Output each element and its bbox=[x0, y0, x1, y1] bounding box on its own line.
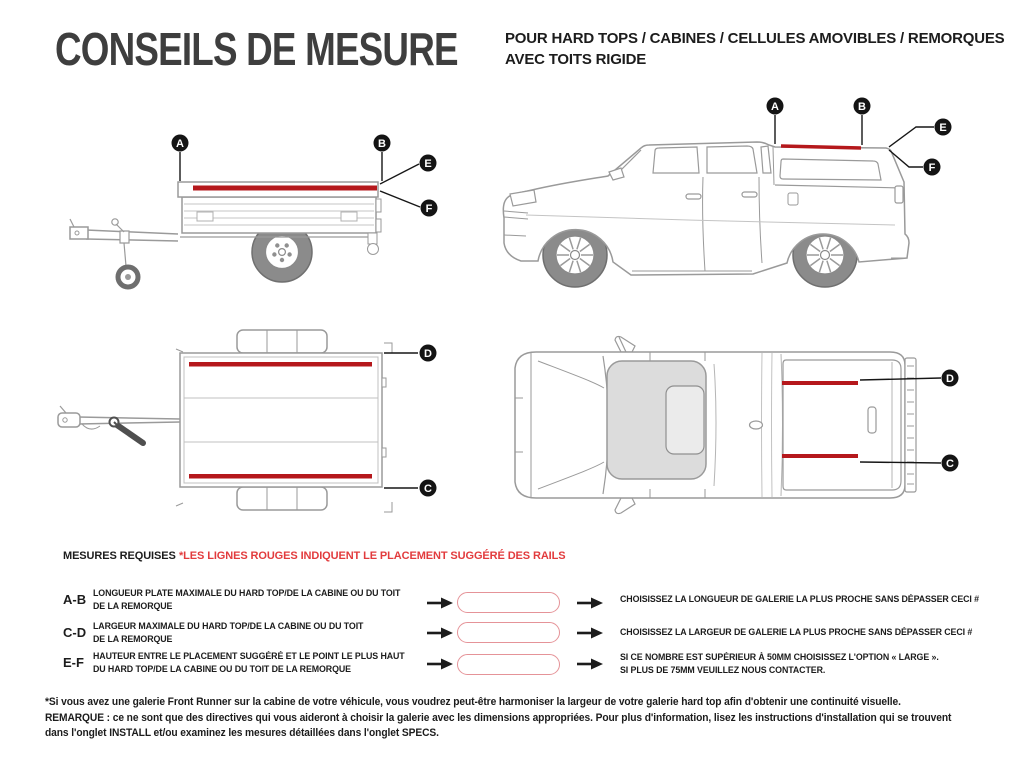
label-c: C bbox=[419, 479, 437, 497]
label-connectors bbox=[384, 352, 418, 489]
measure-field-ab bbox=[457, 592, 560, 613]
arrow-right-icon bbox=[577, 597, 603, 609]
label-f: F bbox=[923, 158, 941, 176]
svg-text:B: B bbox=[378, 138, 386, 150]
label-d: D bbox=[941, 369, 959, 387]
footnote-line-2: REMARQUE : ce ne sont que des directives… bbox=[45, 711, 952, 724]
label-c: C bbox=[941, 454, 959, 472]
svg-text:A: A bbox=[176, 138, 184, 150]
trailer-top-view-diagram: D C bbox=[57, 329, 437, 513]
suggested-rail-line-top bbox=[782, 381, 858, 385]
footnote-line-1: *Si vous avez une galerie Front Runner s… bbox=[45, 696, 901, 708]
label-f: F bbox=[420, 199, 438, 217]
svg-text:B: B bbox=[858, 101, 866, 113]
suggested-rail-line-bottom bbox=[782, 454, 858, 458]
footnote-line-3: dans l'onglet INSTALL et/ou examinez les… bbox=[45, 727, 439, 739]
svg-text:F: F bbox=[929, 162, 936, 174]
svg-text:D: D bbox=[946, 373, 954, 385]
svg-text:F: F bbox=[426, 203, 433, 215]
suggested-rail-line-top bbox=[189, 362, 372, 367]
footnote: *Si vous avez une galerie Front Runner s… bbox=[45, 695, 951, 742]
page-title: CONSEILS DE MESURE bbox=[55, 23, 459, 75]
label-b: B bbox=[853, 97, 871, 115]
svg-text:C: C bbox=[946, 458, 954, 470]
label-connectors bbox=[859, 377, 942, 464]
svg-text:E: E bbox=[424, 158, 431, 170]
svg-text:E: E bbox=[939, 122, 946, 134]
label-e: E bbox=[419, 154, 437, 172]
svg-text:C: C bbox=[424, 483, 432, 495]
truck-illustration bbox=[502, 141, 910, 276]
trailer-top-illustration bbox=[57, 329, 393, 513]
row-result-ef: SI CE NOMBRE EST SUPÉRIEUR À 50MM CHOISI… bbox=[620, 652, 939, 676]
truck-side-view-diagram: A B E F bbox=[502, 97, 952, 288]
arrow-right-icon bbox=[577, 658, 603, 670]
truck-top-illustration bbox=[514, 335, 917, 515]
subtitle-line-1: POUR HARD TOPS / CABINES / CELLULES AMOV… bbox=[505, 30, 1005, 47]
svg-text:A: A bbox=[771, 101, 779, 113]
subtitle-line-2: AVEC TOITS RIGIDE bbox=[505, 51, 647, 68]
measure-field-cd bbox=[457, 622, 560, 643]
truck-top-view-diagram: D C bbox=[514, 335, 959, 515]
label-connectors bbox=[179, 152, 421, 208]
suggested-rail-line bbox=[193, 185, 377, 191]
page-subtitle: POUR HARD TOPS / CABINES / CELLULES AMOV… bbox=[505, 28, 1005, 70]
row-description-cd: LARGEUR MAXIMALE DU HARD TOP/DE LA CABIN… bbox=[93, 621, 364, 645]
label-connectors bbox=[774, 115, 934, 168]
label-a: A bbox=[766, 97, 784, 115]
measurements-heading: MESURES REQUISES bbox=[63, 550, 176, 562]
row-result-cd: CHOISISSEZ LA LARGEUR DE GALERIE LA PLUS… bbox=[620, 627, 973, 638]
row-id-ef: E-F bbox=[63, 655, 84, 670]
suggested-rail-line-bottom bbox=[189, 474, 372, 479]
arrow-right-icon bbox=[427, 627, 453, 639]
arrow-right-icon bbox=[577, 627, 603, 639]
label-b: B bbox=[373, 134, 391, 152]
row-id-ab: A-B bbox=[63, 592, 87, 607]
trailer-illustration bbox=[69, 181, 382, 290]
label-a: A bbox=[171, 134, 189, 152]
arrow-right-icon bbox=[427, 597, 453, 609]
suggested-rail-line bbox=[780, 144, 862, 150]
label-e: E bbox=[934, 118, 952, 136]
row-description-ab: LONGUEUR PLATE MAXIMALE DU HARD TOP/DE L… bbox=[93, 588, 401, 612]
red-lines-note: *LES LIGNES ROUGES INDIQUENT LE PLACEMEN… bbox=[179, 550, 566, 562]
row-id-cd: C-D bbox=[63, 625, 87, 640]
svg-text:D: D bbox=[424, 348, 432, 360]
row-result-ab: CHOISISSEZ LA LONGUEUR DE GALERIE LA PLU… bbox=[620, 594, 979, 605]
trailer-side-view-diagram: A B E F bbox=[69, 134, 438, 290]
label-d: D bbox=[419, 344, 437, 362]
row-description-ef: HAUTEUR ENTRE LE PLACEMENT SUGGÉRÉ ET LE… bbox=[93, 651, 405, 675]
measure-field-ef bbox=[457, 654, 560, 675]
arrow-right-icon bbox=[427, 658, 453, 670]
